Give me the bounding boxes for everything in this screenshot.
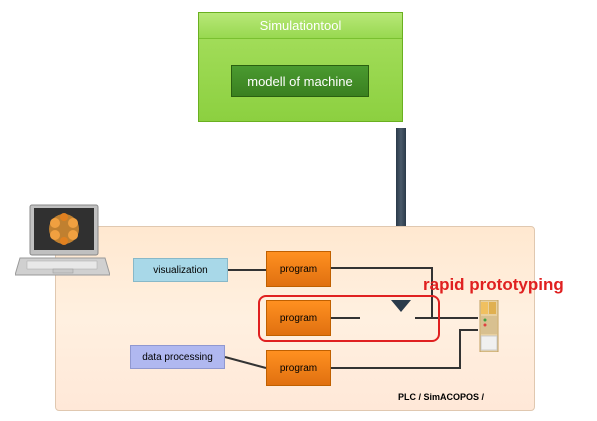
rapid-prototyping-frame bbox=[258, 295, 440, 342]
data-processing-block: data processing bbox=[130, 345, 225, 369]
plc-device-icon bbox=[478, 299, 500, 353]
program-block-3: program bbox=[266, 350, 331, 386]
rapid-prototyping-label: rapid prototyping bbox=[423, 275, 564, 294]
program-block-2: program bbox=[266, 300, 331, 336]
visualization-block: visualization bbox=[133, 258, 228, 282]
plc-simacopos-label: PLC / SimACOPOS / bbox=[398, 392, 485, 402]
program-block-1: program bbox=[266, 251, 331, 287]
vertical-arrow bbox=[396, 128, 406, 303]
simulation-tool-box: Simulationtool modell of machine bbox=[198, 12, 403, 122]
laptop-icon bbox=[14, 203, 111, 278]
modell-of-machine-block: modell of machine bbox=[231, 65, 369, 97]
simulation-tool-title: Simulationtool bbox=[199, 13, 402, 39]
